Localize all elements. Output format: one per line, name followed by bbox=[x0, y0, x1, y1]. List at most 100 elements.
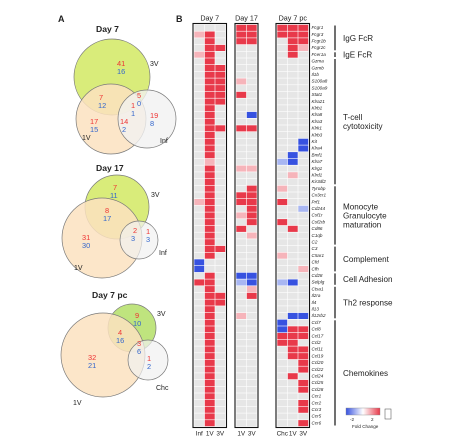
heatmap-cell bbox=[194, 199, 205, 206]
heatmap-cell bbox=[194, 125, 205, 132]
heatmap-cell bbox=[236, 192, 247, 199]
heatmap-cell bbox=[236, 359, 247, 366]
heatmap-cell bbox=[236, 299, 247, 306]
heatmap-cell bbox=[204, 259, 215, 266]
category-label: IgE FcR bbox=[343, 51, 372, 60]
gene-label: Klrd1 bbox=[312, 173, 323, 178]
heatmap-cell bbox=[204, 333, 215, 340]
heatmap-cell bbox=[298, 272, 309, 279]
heatmap-cell bbox=[236, 353, 247, 360]
heatmap-cell bbox=[215, 239, 226, 246]
heatmap-cell bbox=[194, 346, 205, 353]
heatmap-cell bbox=[194, 373, 205, 380]
heatmap-column-label: 3V bbox=[299, 431, 308, 438]
venn-circle-inf bbox=[119, 220, 159, 260]
heatmap-cell bbox=[236, 373, 247, 380]
heatmap-cell bbox=[236, 406, 247, 413]
heatmap-cell bbox=[246, 319, 257, 326]
heatmap-cell bbox=[287, 333, 298, 340]
heatmap-cell bbox=[246, 24, 257, 31]
heatmap-cell bbox=[298, 111, 309, 118]
heatmap-cell bbox=[298, 252, 309, 259]
heatmap-cell bbox=[277, 312, 288, 319]
heatmap-cell bbox=[277, 91, 288, 98]
heatmap-cell bbox=[194, 132, 205, 139]
heatmap-cell bbox=[298, 259, 309, 266]
venn-count-red: 8 bbox=[105, 206, 109, 215]
heatmap-cell bbox=[246, 125, 257, 132]
heatmap-cell bbox=[287, 125, 298, 132]
heatmap-cell bbox=[215, 65, 226, 72]
heatmap-cell bbox=[204, 199, 215, 206]
heatmap-cell bbox=[215, 333, 226, 340]
heatmap-cell bbox=[246, 105, 257, 112]
heatmap: Fcgr1Fcgr3Fcgr2bFcgr2cFcer1aGzmaGzmbIl1b… bbox=[192, 14, 393, 438]
gene-label: Klra3 bbox=[312, 119, 323, 124]
heatmap-cell bbox=[236, 400, 247, 407]
heatmap-cell bbox=[298, 299, 309, 306]
heatmap-cell bbox=[215, 219, 226, 226]
heatmap-cell bbox=[204, 373, 215, 380]
heatmap-cell bbox=[194, 386, 205, 393]
heatmap-cell bbox=[194, 38, 205, 45]
heatmap-cell bbox=[246, 145, 257, 152]
heatmap-cell bbox=[287, 24, 298, 31]
heatmap-cell bbox=[236, 212, 247, 219]
heatmap-cell bbox=[298, 138, 309, 145]
heatmap-cell bbox=[236, 158, 247, 165]
venn-count-blue: 16 bbox=[116, 336, 124, 345]
gene-label: Cfd bbox=[312, 260, 320, 265]
heatmap-cell bbox=[236, 225, 247, 232]
heatmap-cell bbox=[246, 172, 257, 179]
heatmap-cell bbox=[287, 299, 298, 306]
heatmap-cell bbox=[287, 225, 298, 232]
heatmap-cell bbox=[194, 393, 205, 400]
heatmap-cell bbox=[277, 245, 288, 252]
heatmap-cell bbox=[287, 406, 298, 413]
venn-count-red: 14 bbox=[120, 117, 128, 126]
heatmap-cell bbox=[236, 259, 247, 266]
heatmap-cell bbox=[215, 299, 226, 306]
venn-label-chc: Chc bbox=[156, 385, 169, 392]
heatmap-cell bbox=[246, 205, 257, 212]
heatmap-cell bbox=[298, 178, 309, 185]
heatmap-cell bbox=[194, 111, 205, 118]
heatmap-cell bbox=[277, 51, 288, 58]
heatmap-cell bbox=[236, 232, 247, 239]
heatmap-cell bbox=[277, 205, 288, 212]
heatmap-cell bbox=[194, 292, 205, 299]
heatmap-cell bbox=[204, 152, 215, 159]
heatmap-cell bbox=[277, 71, 288, 78]
heatmap-cell bbox=[236, 91, 247, 98]
heatmap-cell bbox=[204, 359, 215, 366]
venn-count-red: 1 bbox=[131, 101, 135, 110]
heatmap-cell bbox=[298, 185, 309, 192]
heatmap-cell bbox=[298, 239, 309, 246]
heatmap-cell bbox=[215, 319, 226, 326]
heatmap-cell bbox=[298, 51, 309, 58]
venn-count-red: 9 bbox=[135, 311, 139, 320]
heatmap-cell bbox=[194, 192, 205, 199]
heatmap-cell bbox=[298, 413, 309, 420]
heatmap-cell bbox=[204, 299, 215, 306]
heatmap-cell bbox=[298, 312, 309, 319]
heatmap-cell bbox=[236, 333, 247, 340]
heatmap-cell bbox=[204, 51, 215, 58]
heatmap-cell bbox=[215, 225, 226, 232]
heatmap-cell bbox=[298, 78, 309, 85]
heatmap-cell bbox=[277, 373, 288, 380]
heatmap-cell bbox=[194, 212, 205, 219]
heatmap-cell bbox=[246, 51, 257, 58]
heatmap-cell bbox=[236, 245, 247, 252]
heatmap-cell bbox=[194, 272, 205, 279]
heatmap-cell bbox=[298, 366, 309, 373]
heatmap-cell bbox=[298, 379, 309, 386]
gene-label: Bmf1 bbox=[312, 152, 323, 157]
heatmap-cell bbox=[194, 333, 205, 340]
heatmap-cell bbox=[277, 58, 288, 65]
heatmap-cell bbox=[194, 232, 205, 239]
venn-count-blue: 11 bbox=[110, 191, 118, 200]
venn-count-blue: 12 bbox=[98, 101, 106, 110]
category-label: Th2 response bbox=[343, 299, 393, 308]
